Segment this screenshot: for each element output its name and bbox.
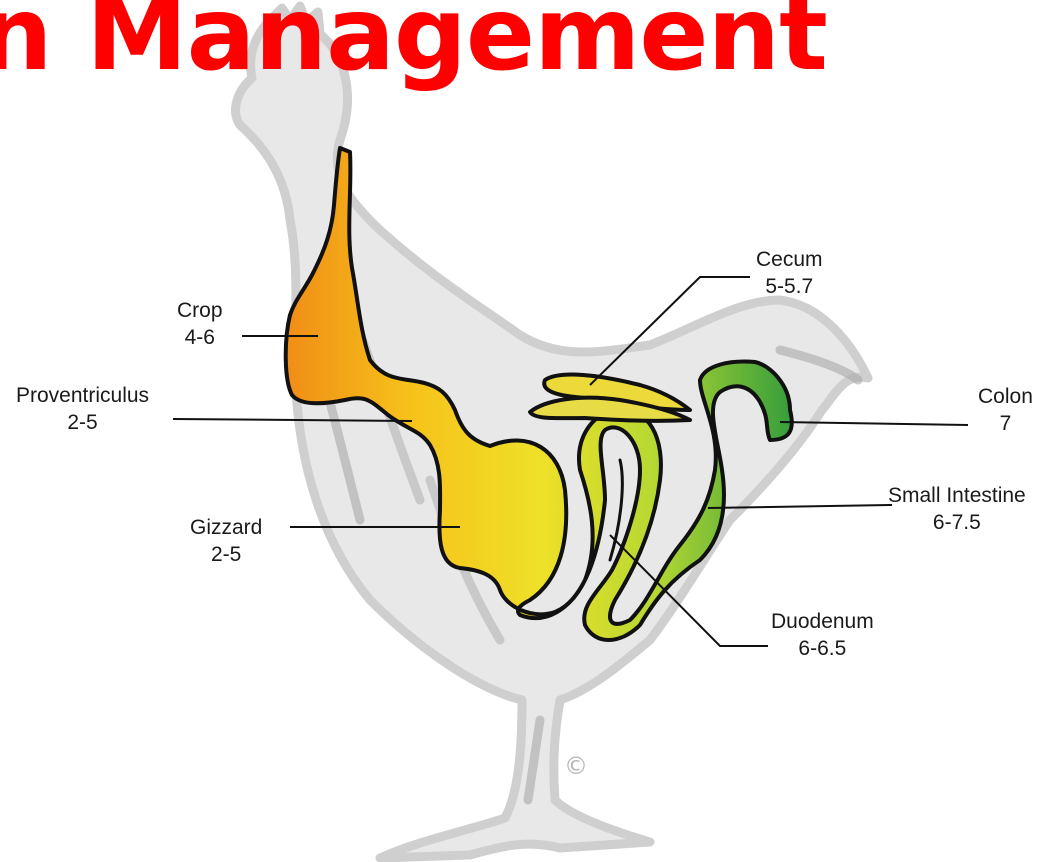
- label-crop-name: Crop: [177, 297, 223, 324]
- label-small-intestine-value: 6-7.5: [888, 509, 1026, 536]
- label-crop-value: 4-6: [177, 324, 223, 351]
- label-cecum: Cecum 5-5.7: [756, 246, 823, 300]
- label-colon-name: Colon: [978, 383, 1033, 410]
- label-cecum-value: 5-5.7: [756, 273, 823, 300]
- label-crop: Crop 4-6: [177, 297, 223, 351]
- label-proventriculus-value: 2-5: [16, 409, 149, 436]
- label-duodenum-name: Duodenum: [771, 608, 874, 635]
- label-gizzard-value: 2-5: [190, 541, 262, 568]
- label-cecum-name: Cecum: [756, 246, 823, 273]
- label-duodenum: Duodenum 6-6.5: [771, 608, 874, 662]
- label-colon: Colon 7: [978, 383, 1033, 437]
- label-small-intestine-name: Small Intestine: [888, 482, 1026, 509]
- copyright-mark: ©: [564, 752, 588, 780]
- label-duodenum-value: 6-6.5: [771, 635, 874, 662]
- page-title: n Management: [0, 0, 827, 86]
- label-gizzard-name: Gizzard: [190, 514, 262, 541]
- label-gizzard: Gizzard 2-5: [190, 514, 262, 568]
- label-small-intestine: Small Intestine 6-7.5: [888, 482, 1026, 536]
- label-proventriculus-name: Proventriculus: [16, 382, 149, 409]
- label-proventriculus: Proventriculus 2-5: [16, 382, 149, 436]
- label-colon-value: 7: [978, 410, 1033, 437]
